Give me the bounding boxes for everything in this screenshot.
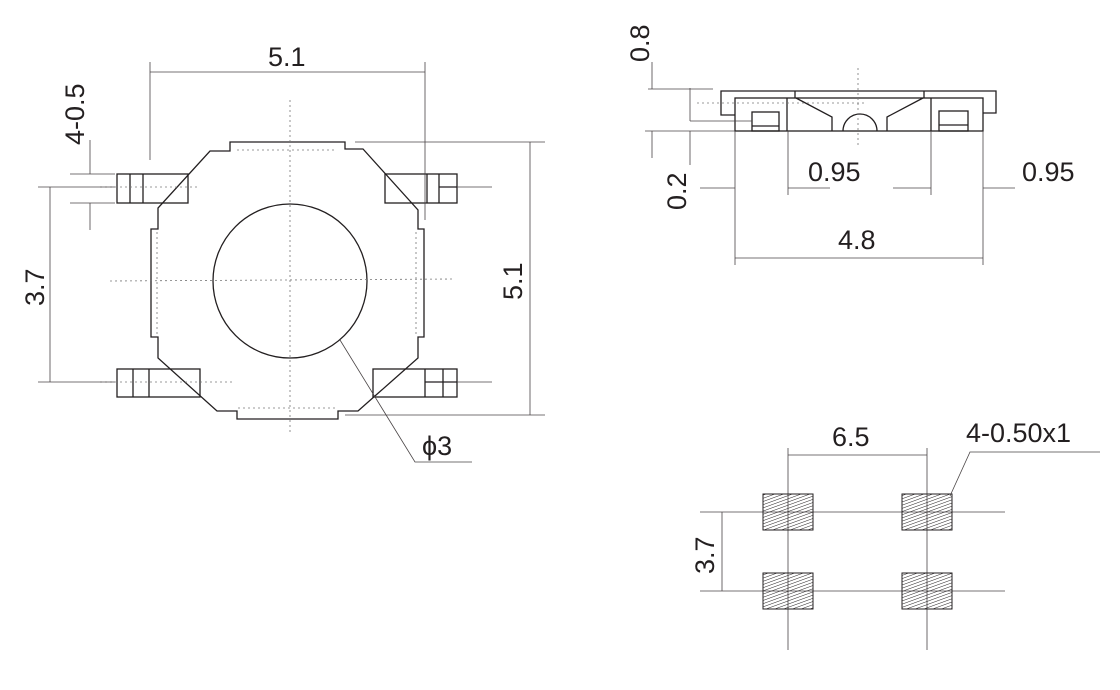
side-view: 0.8 0.2 0.95 0.95 4.8 [625, 24, 1075, 265]
pad [901, 572, 953, 610]
pcb-footprint: 6.5 3.7 4-0.50x1 [690, 418, 1100, 650]
center-lines [100, 100, 456, 432]
top-height-dimension: 5.1 [498, 262, 528, 300]
button-diameter-dimension: ϕ3 [422, 431, 452, 461]
lead-pitch-dimension: 3.7 [20, 268, 50, 306]
footprint-pitch-y-dimension: 3.7 [690, 536, 720, 574]
side-dimension-lines [645, 62, 1015, 265]
top-width-dimension: 5.1 [268, 42, 306, 72]
pad [762, 572, 814, 610]
top-view: 5.1 5.1 3.7 4-0.5 ϕ3 [20, 42, 545, 463]
pad [762, 493, 814, 531]
side-height-dimension: 0.8 [625, 24, 655, 62]
footprint-pitch-x-dimension: 6.5 [832, 422, 870, 452]
dimension-lines [38, 62, 545, 463]
switch-body-outline [150, 141, 425, 420]
pad-size-dimension: 4-0.50x1 [966, 418, 1071, 448]
lead-length-right-dimension: 0.95 [1022, 157, 1075, 187]
lead-width-dimension: 4-0.5 [60, 83, 90, 145]
lead-length-left-dimension: 0.95 [808, 157, 861, 187]
pad [901, 493, 953, 531]
push-button-circle [212, 203, 368, 359]
body-length-dimension: 4.8 [838, 225, 876, 255]
standoff-dimension: 0.2 [662, 172, 692, 210]
leads [116, 173, 458, 398]
